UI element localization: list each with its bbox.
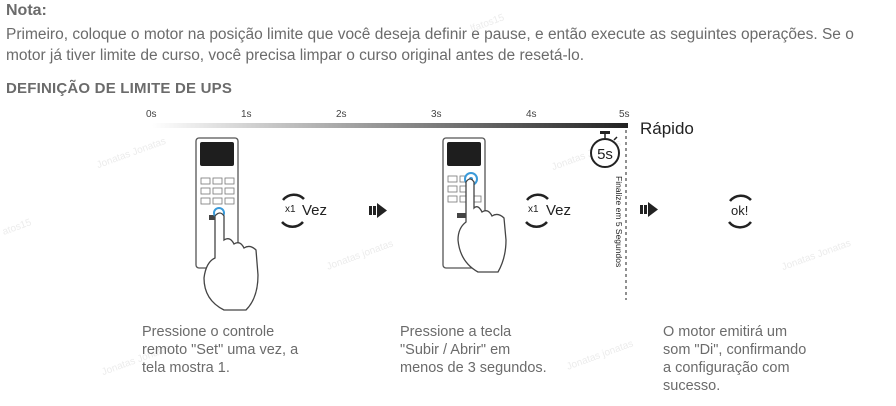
timer-label: 5s (597, 146, 613, 163)
caption-line: "Subir / Abrir" em (400, 341, 547, 359)
caption-line: som "Di", confirmando (663, 341, 806, 359)
count-label: Vez (302, 202, 327, 219)
deadline-note-text: Finalize em 5 Segundos (614, 176, 624, 267)
times-label: x1 (285, 204, 296, 215)
step-3-caption: O motor emitirá um som "Di", confirmando… (663, 323, 806, 395)
deadline-note: Finalize em 5 Segundos (613, 176, 627, 296)
caption-line: tela mostra 1. (142, 359, 298, 377)
caption-line: Pressione o controle (142, 323, 298, 341)
caption-line: remoto "Set" uma vez, a (142, 341, 298, 359)
caption-line: sucesso. (663, 377, 806, 395)
caption-line: a configuração com (663, 359, 806, 377)
timeline-bar (152, 123, 628, 128)
caption-line: Pressione a tecla (400, 323, 547, 341)
times-label: x1 (528, 204, 539, 215)
caption-line: menos de 3 segundos. (400, 359, 547, 377)
caption-line: O motor emitirá um (663, 323, 806, 341)
result-label: ok! (731, 203, 748, 218)
count-label: Vez (546, 202, 571, 219)
step-1-caption: Pressione o controle remoto "Set" uma ve… (142, 323, 298, 377)
arrow-right-icon (640, 202, 658, 217)
arrow-right-icon (369, 203, 387, 218)
step-2-caption: Pressione a tecla "Subir / Abrir" em men… (400, 323, 547, 377)
